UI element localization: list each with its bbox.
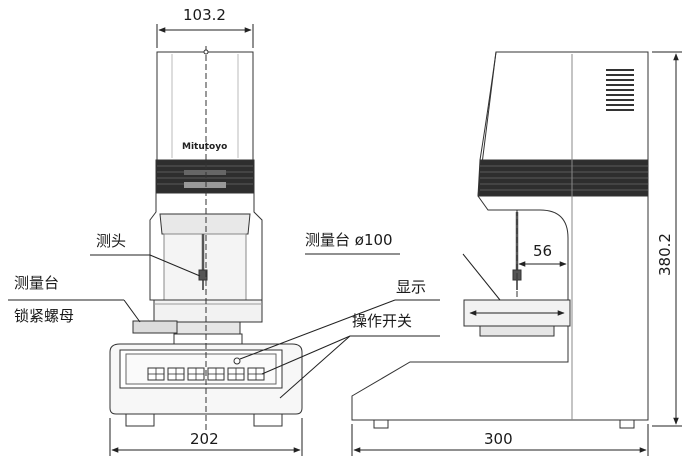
side-view [351, 51, 649, 429]
dim-throat-depth: 56 [533, 242, 553, 260]
front-view [109, 46, 303, 432]
side-body [351, 51, 649, 421]
front-display-indicator [233, 357, 241, 365]
label-display: 显示 [396, 278, 427, 296]
front-window [159, 213, 251, 235]
label-operation-switch: 操作开关 [352, 312, 413, 330]
front-upper-column [156, 51, 254, 161]
label-probe: 测头 [96, 232, 127, 250]
dim-side-depth: 300 [484, 430, 513, 448]
label-stage: 测量台 [14, 274, 60, 292]
front-stage [153, 299, 263, 323]
label-lock-nut: 锁紧螺母 [14, 307, 75, 325]
side-foot-right [619, 419, 635, 429]
front-dark-band [155, 159, 255, 194]
front-lock-nut [132, 320, 178, 334]
side-foot-left [373, 419, 389, 429]
brand-logo: Mitutoyo [182, 142, 228, 152]
label-stage-diameter: 测量台 ø100 [305, 231, 393, 249]
front-foot-left [125, 413, 155, 427]
front-foot-right [253, 413, 283, 427]
dim-front-top-width: 103.2 [183, 6, 226, 24]
dim-side-height: 380.2 [656, 233, 674, 276]
dimension-lines [8, 24, 682, 456]
side-vent [606, 69, 634, 111]
dim-front-base-width: 202 [190, 430, 219, 448]
